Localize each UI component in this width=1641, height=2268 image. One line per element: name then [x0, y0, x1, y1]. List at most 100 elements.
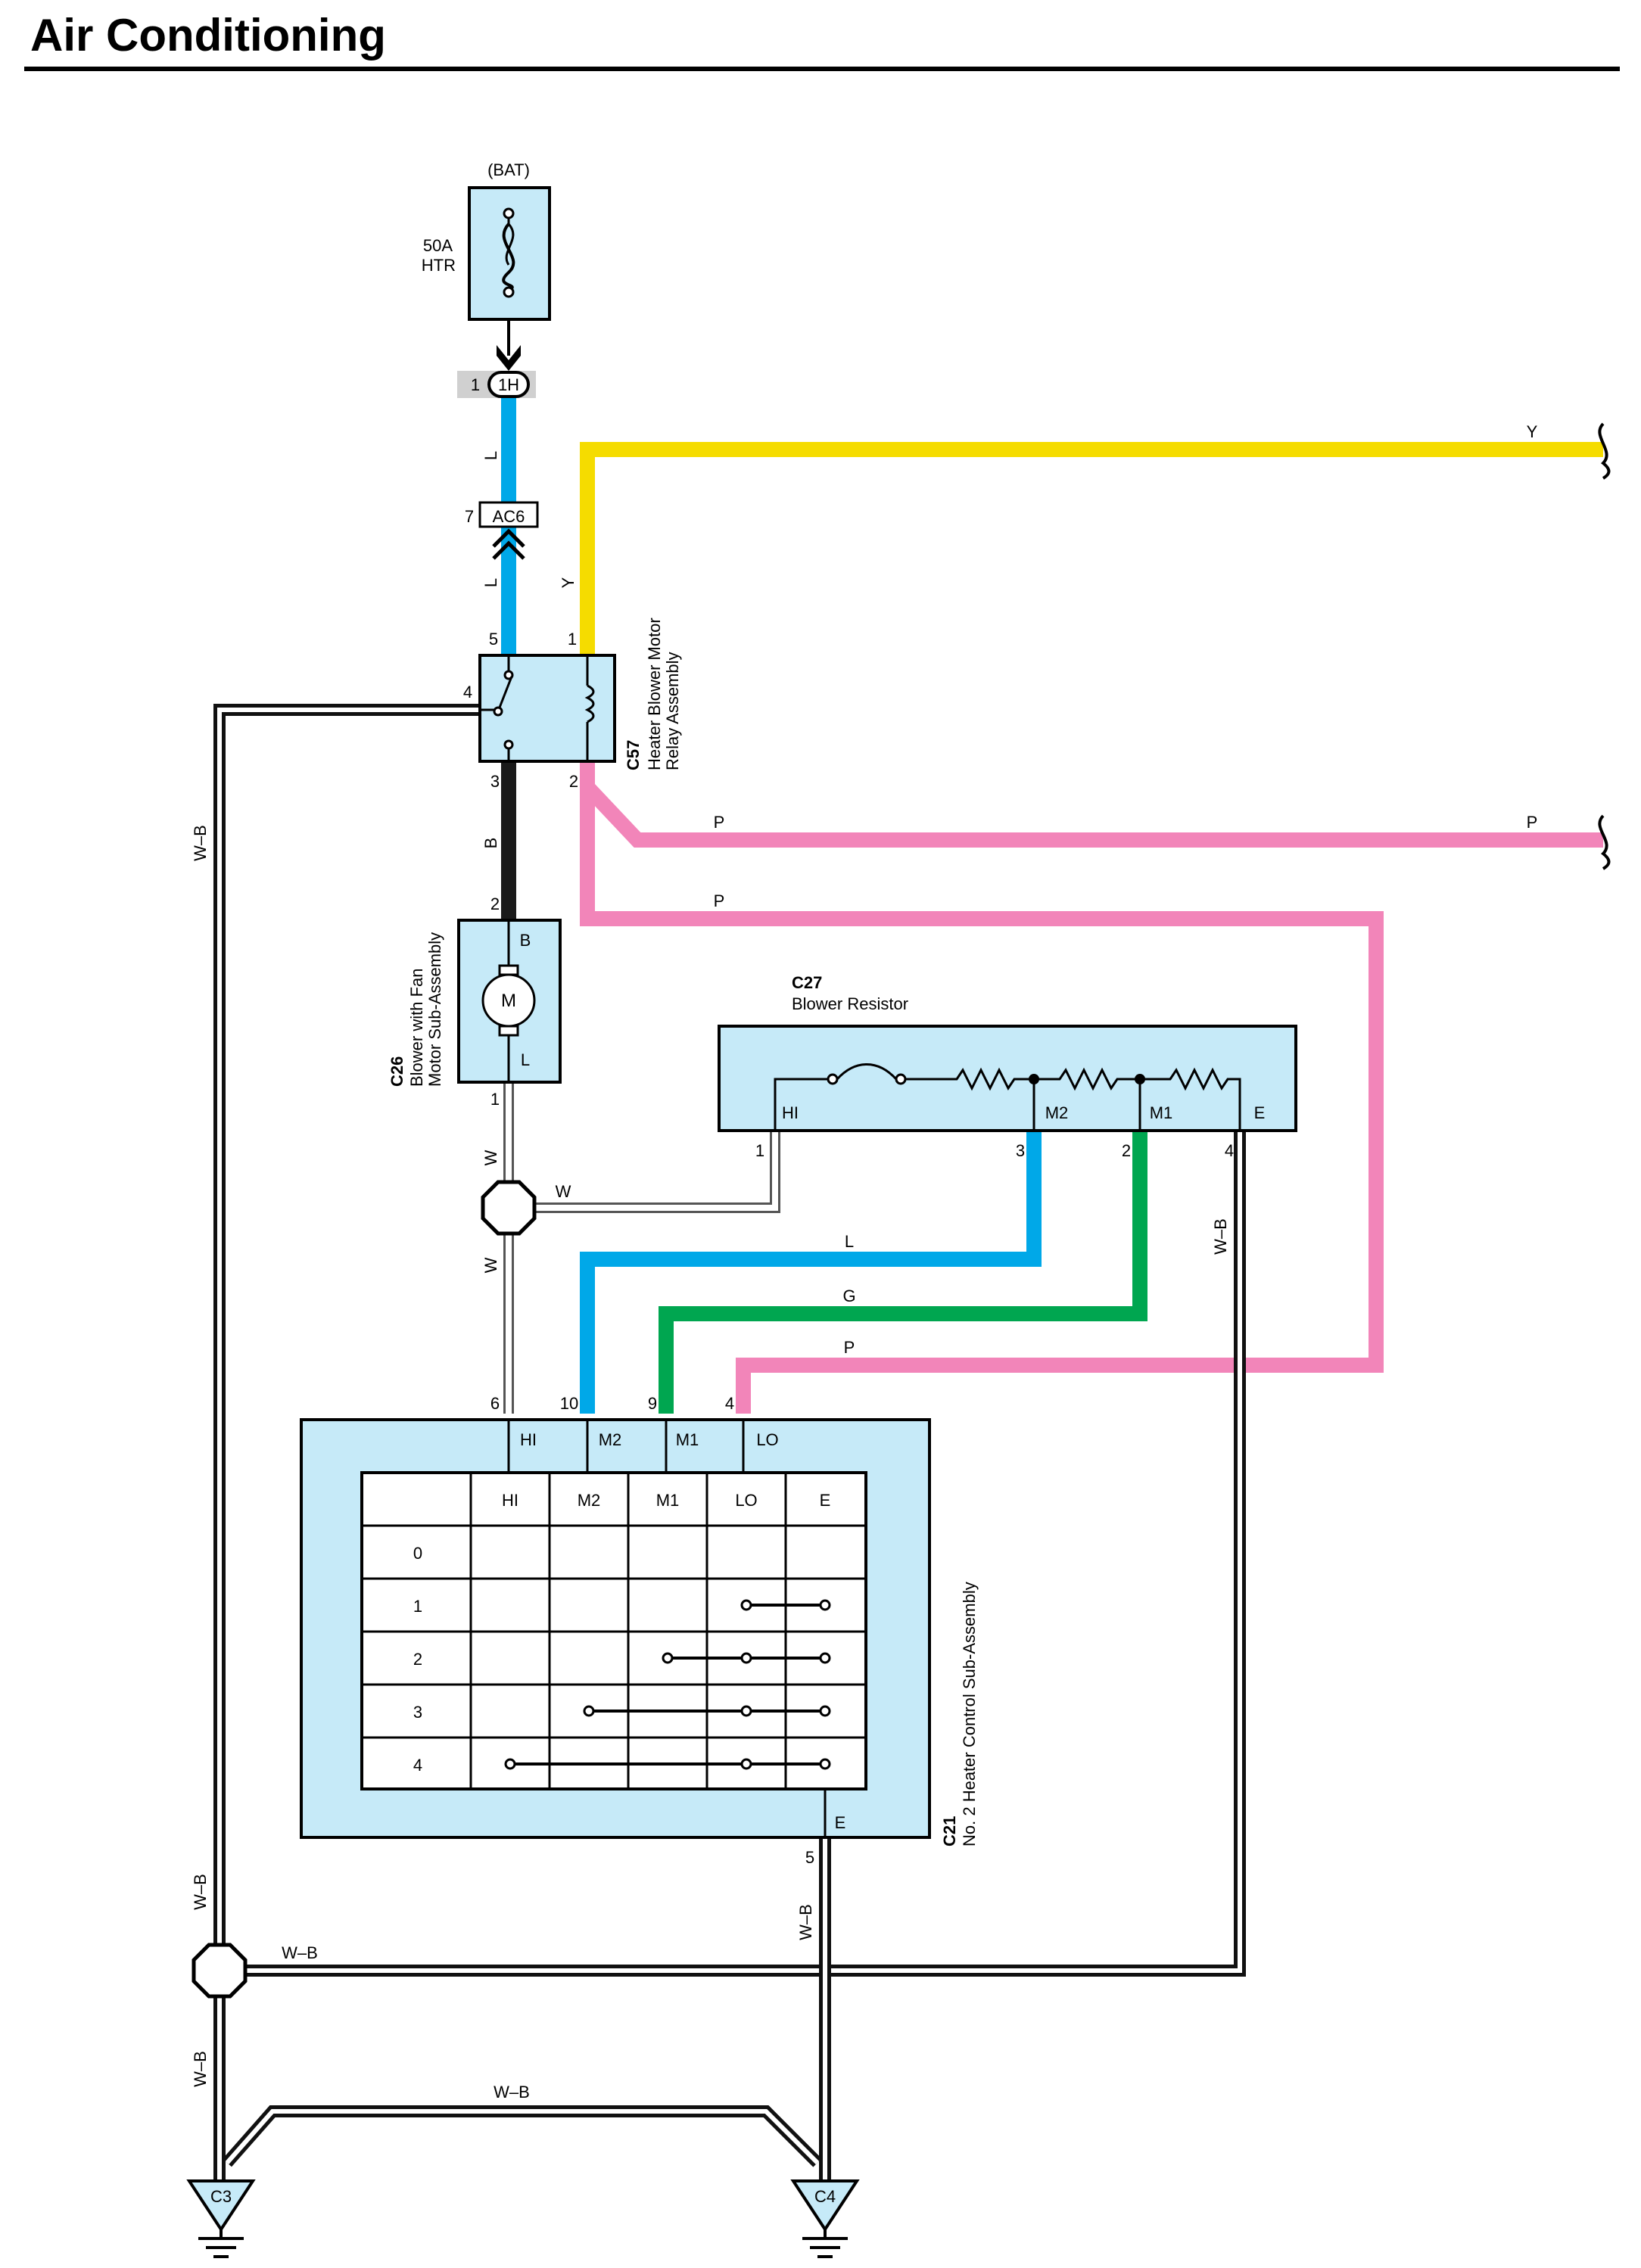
wire-label-l: L	[845, 1232, 854, 1251]
table-contact-3-e	[819, 1705, 831, 1717]
wire-break-p-icon	[1598, 814, 1611, 870]
relay-pin-3: 3	[490, 772, 500, 791]
control-term-lo: LO	[756, 1430, 778, 1449]
control-terminal-leads	[507, 1420, 827, 1837]
blower-resistor-c27: C27 Blower Resistor HI M2 M1 E 1 3 2 4	[718, 973, 1297, 1160]
splice-w	[481, 1180, 537, 1236]
relay-code: C57	[624, 740, 643, 770]
fuse-name: HTR	[422, 256, 456, 275]
wire-g-m1	[659, 1131, 1147, 1414]
table-contact-1-e	[819, 1599, 831, 1611]
ground-icon	[790, 2179, 860, 2258]
motor-symbol: M	[501, 991, 516, 1011]
wire-l-m2	[580, 1131, 1042, 1414]
motor-pin-bottom: 1	[490, 1090, 500, 1109]
resistor-term-e: E	[1254, 1103, 1266, 1122]
page-title: Air Conditioning	[30, 10, 386, 61]
table-row-pos-2: 2	[413, 1650, 422, 1669]
table-connections	[504, 1599, 831, 1770]
motor-name-line1: Blower with Fan	[407, 968, 426, 1087]
wire-label-p: P	[714, 813, 725, 832]
ground-c4-label: C4	[814, 2187, 836, 2206]
table-row-pos-3: 3	[413, 1703, 422, 1722]
connector-1h-pin: 1	[471, 375, 480, 394]
relay-pin-4: 4	[463, 683, 472, 702]
table-contact-2-e	[819, 1652, 831, 1664]
motor-icon	[481, 920, 536, 1082]
ground-icon	[186, 2179, 256, 2258]
connector-chevron-icon	[492, 528, 525, 560]
table-header-m2: M2	[578, 1491, 601, 1510]
wire-label-y: Y	[1527, 422, 1538, 441]
motor-term-b: B	[520, 931, 531, 950]
fuse-icon	[502, 207, 515, 298]
motor-pin-top: 2	[490, 894, 500, 913]
relay-pin-2: 2	[569, 772, 578, 791]
wire-break-y-icon	[1598, 422, 1611, 480]
wire-label-w: W	[481, 1257, 500, 1273]
relay-pin-1: 1	[568, 630, 577, 649]
connector-ac6: 7 AC6	[465, 501, 539, 560]
control-pin-e: 5	[805, 1848, 814, 1867]
wire-label-wb: W–B	[1211, 1218, 1230, 1255]
wire-label-p: P	[1527, 813, 1538, 832]
wire-wb-ground-link	[223, 2105, 822, 2167]
wire-label-l: L	[481, 451, 500, 460]
control-pin-lo: 4	[725, 1394, 734, 1413]
table-row-pos-1: 1	[413, 1597, 422, 1616]
ground-c4: C4	[790, 2179, 860, 2258]
wire-p-upper	[580, 760, 1603, 848]
motor-name-line2: Motor Sub-Assembly	[425, 932, 444, 1087]
title-rule	[24, 67, 1620, 71]
relay-c57: 5 1 4 3 2 C57 Heater Blower Motor Relay …	[463, 618, 682, 791]
control-pin-hi: 6	[490, 1394, 500, 1413]
table-contact-4-e	[819, 1758, 831, 1770]
relay-body	[478, 654, 616, 763]
wire-label-wb: W–B	[191, 825, 210, 861]
wire-labels: L L Y Y P P P B W W W L G P W–B W–B W–B …	[191, 422, 1538, 2102]
wire-label-wb: W–B	[191, 1874, 210, 1910]
motor-term-l: L	[521, 1050, 530, 1069]
resistor-name: Blower Resistor	[792, 994, 908, 1013]
control-term-m1: M1	[676, 1430, 699, 1449]
table-contact-2-lo	[740, 1652, 752, 1664]
control-pin-m1: 9	[648, 1394, 657, 1413]
resistor-pin-e: 4	[1225, 1141, 1234, 1160]
resistor-pin-m1: 2	[1122, 1141, 1131, 1160]
wire-label-w: W	[556, 1182, 571, 1201]
relay-pin-5: 5	[489, 630, 498, 649]
resistor-code: C27	[792, 973, 822, 992]
control-term-e: E	[835, 1813, 846, 1832]
wire-y	[580, 442, 1603, 655]
fuse-rating: 50A	[423, 236, 453, 255]
wire-label-p: P	[714, 891, 725, 910]
resistor-pin-m2: 3	[1016, 1141, 1025, 1160]
fuse-htr: (BAT) 50A HTR	[422, 160, 551, 371]
connector-arrow-icon	[497, 345, 521, 371]
connector-ac6-id: AC6	[493, 507, 525, 526]
connector-1h-id: 1H	[498, 375, 519, 394]
control-name: No. 2 Heater Control Sub-Assembly	[960, 1582, 979, 1846]
resistor-node-m2	[1029, 1074, 1039, 1084]
table-row-pos-0: 0	[413, 1544, 422, 1563]
resistor-icon	[774, 1063, 1241, 1131]
resistor-node-m1	[1135, 1074, 1145, 1084]
ground-c3: C3	[186, 2179, 256, 2258]
wire-label-b: B	[481, 838, 500, 849]
blower-motor-c26: M B L 2 1 C26 Blower with Fan Motor Sub-…	[388, 894, 562, 1109]
wire-label-wb: W–B	[282, 1943, 318, 1962]
control-term-m2: M2	[599, 1430, 622, 1449]
table-header-lo: LO	[735, 1491, 757, 1510]
fuse-source-label: (BAT)	[487, 160, 530, 179]
switch-table	[362, 1473, 866, 1789]
resistor-term-hi: HI	[782, 1103, 799, 1122]
relay-name-line2: Relay Assembly	[663, 652, 682, 770]
connector-1h: 1 1H	[457, 371, 536, 398]
motor-code: C26	[388, 1056, 406, 1087]
wire-label-p: P	[844, 1338, 855, 1357]
control-term-hi: HI	[520, 1430, 537, 1449]
table-contact-3-lo	[740, 1705, 752, 1717]
table-header-m1: M1	[656, 1491, 680, 1510]
table-contact-4-lo	[740, 1758, 752, 1770]
splice-wb	[192, 1943, 248, 1999]
